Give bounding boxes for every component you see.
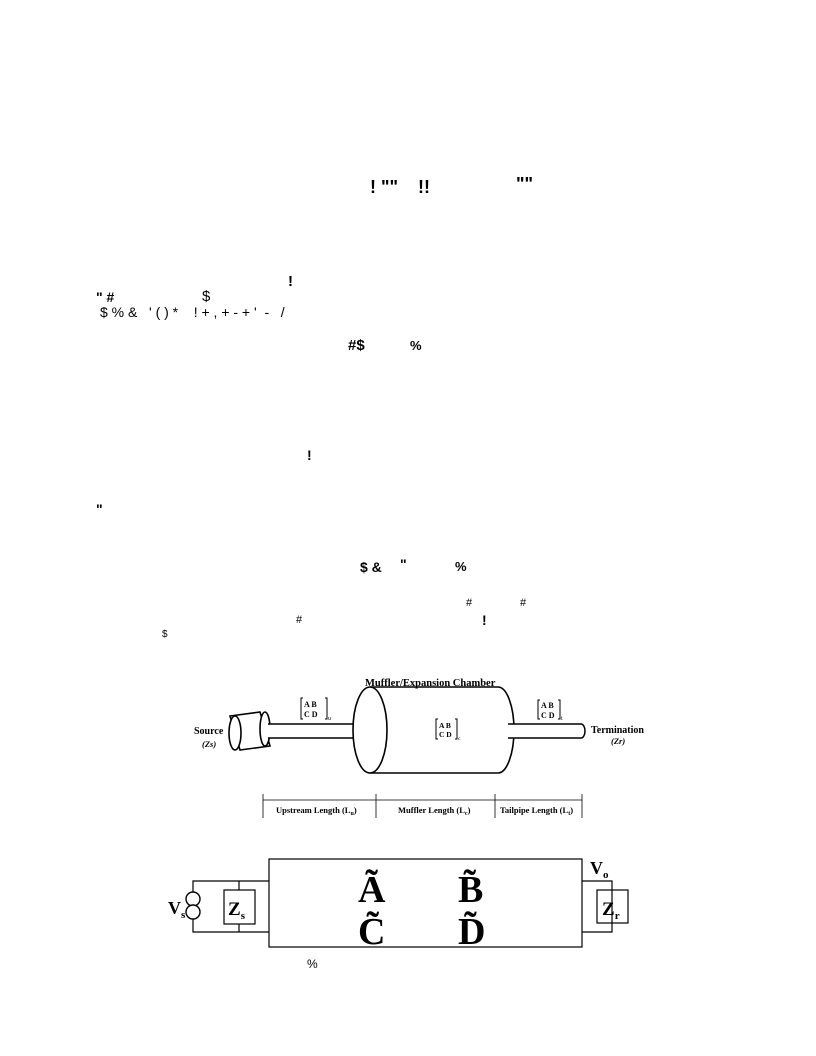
title-mark-c: "" bbox=[516, 174, 534, 194]
marker-exclaim-b: ! bbox=[307, 447, 312, 463]
source-impedance: (Zs) bbox=[202, 739, 216, 749]
load-wiring bbox=[582, 880, 613, 933]
circuit-diagram: Vs Zs Vo Zr Ã B̃ C̃ D̃ bbox=[168, 858, 629, 952]
chamber-matrix-sub: c bbox=[458, 736, 461, 742]
matrix-a: Ã bbox=[358, 869, 386, 911]
mark-quote-b: " bbox=[400, 556, 407, 572]
line-hash-dollar: #$ bbox=[348, 337, 365, 354]
mark-percent-c: % bbox=[307, 957, 318, 971]
upstream-matrix: A B C D u bbox=[300, 697, 331, 722]
dimension-tailpipe: Tailpipe Length (Lt) bbox=[500, 805, 573, 817]
upstream-matrix-top: A B bbox=[304, 700, 317, 709]
upstream-matrix-sub: u bbox=[328, 716, 331, 722]
marker-exclaim-c: ! bbox=[482, 612, 487, 628]
tailpipe bbox=[508, 723, 586, 739]
upstream-matrix-bottom: C D bbox=[304, 710, 318, 719]
load-impedance-label: Zr bbox=[602, 899, 620, 922]
source-voltage-label: Vs bbox=[168, 898, 186, 921]
source-cone-icon bbox=[228, 711, 272, 751]
dimension-line bbox=[262, 794, 583, 818]
mark-hash-a: # bbox=[466, 597, 473, 609]
line-quote-hash: " # bbox=[96, 289, 115, 305]
tailpipe-matrix-top: A B bbox=[541, 701, 554, 710]
mark-hash-b: # bbox=[520, 597, 527, 609]
matrix-c: C̃ bbox=[358, 911, 385, 952]
matrix-d: D̃ bbox=[458, 911, 485, 952]
line-symbols: $ % & ' ( ) * ! + , + - + ' - / bbox=[100, 304, 285, 320]
load-impedance-box bbox=[596, 889, 629, 924]
muffler-diagram: Muffler/Expansion Chamber Source (Zs) Te… bbox=[194, 678, 644, 818]
tailpipe-matrix: A B C D t bbox=[537, 699, 563, 722]
current-source-icon bbox=[185, 891, 201, 920]
matrix-b: B̃ bbox=[458, 869, 483, 911]
output-voltage-label: Vo bbox=[590, 858, 609, 881]
expansion-chamber bbox=[352, 686, 515, 774]
title-mark-b: !! bbox=[418, 177, 430, 197]
dimension-muffler: Muffler Length (Lc) bbox=[398, 805, 471, 817]
tailpipe-matrix-bottom: C D bbox=[541, 711, 555, 720]
termination-impedance: (Zr) bbox=[611, 736, 625, 746]
mark-dollar-small: $ bbox=[162, 629, 168, 640]
marker-exclaim-a: ! bbox=[288, 273, 293, 290]
mark-percent-b: % bbox=[455, 559, 467, 574]
mark-hash-c: # bbox=[296, 614, 303, 626]
chamber-title: Muffler/Expansion Chamber bbox=[365, 678, 496, 689]
line-dollar-amp: $ & bbox=[360, 559, 382, 575]
chamber-matrix: A B C D c bbox=[435, 718, 461, 742]
chamber-matrix-bottom: C D bbox=[439, 730, 452, 739]
title-mark-a: ! "" bbox=[370, 177, 399, 197]
chamber-matrix-top: A B bbox=[439, 721, 451, 730]
source-label: Source bbox=[194, 726, 224, 737]
mark-percent-a: % bbox=[410, 338, 422, 353]
marker-dollar: $ bbox=[202, 288, 211, 305]
mark-quote: " bbox=[96, 501, 103, 517]
dimension-upstream: Upstream Length (Lu) bbox=[276, 805, 357, 817]
termination-label: Termination bbox=[591, 725, 644, 736]
tailpipe-matrix-sub: t bbox=[561, 716, 563, 722]
two-port-box bbox=[268, 858, 583, 948]
source-impedance-label: Zs bbox=[228, 899, 246, 922]
